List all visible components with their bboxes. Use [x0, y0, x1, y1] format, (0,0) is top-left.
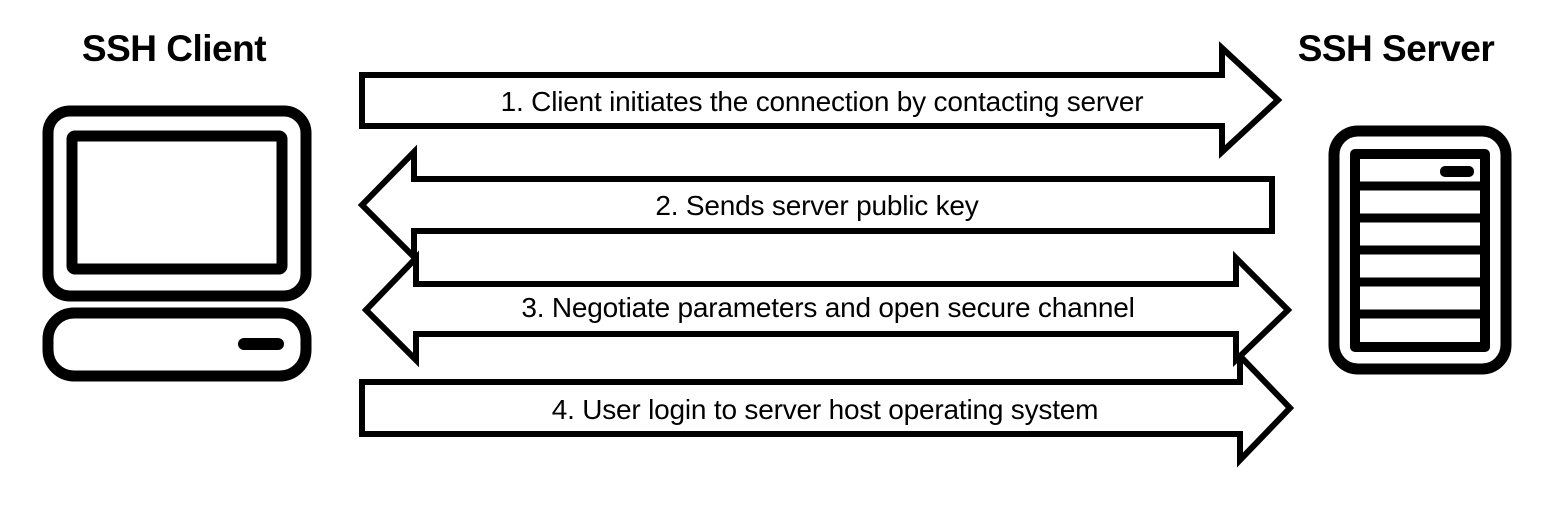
computer-base-slot [238, 338, 284, 350]
desktop-computer-icon [42, 105, 312, 382]
step-1-label: 1. Client initiates the connection by co… [500, 86, 1144, 117]
step-3-label: 3. Negotiate parameters and open secure … [521, 292, 1135, 323]
computer-base [42, 307, 312, 382]
arrow-step-4 [359, 348, 1295, 468]
arrow-step-3 [361, 250, 1293, 368]
monitor-screen [66, 130, 288, 275]
server-tower-icon [1328, 125, 1512, 375]
arrow-step-1 [359, 41, 1283, 159]
monitor-shell [42, 105, 312, 302]
step-4-label: 4. User login to server host operating s… [551, 394, 1099, 425]
server-chassis [1328, 125, 1512, 375]
server-title: SSH Server [1297, 28, 1495, 69]
client-title: SSH Client [81, 28, 267, 69]
server-indicator-slot [1440, 166, 1474, 177]
step-2-label: 2. Sends server public key [655, 190, 979, 221]
arrow-step-2 [357, 144, 1275, 265]
